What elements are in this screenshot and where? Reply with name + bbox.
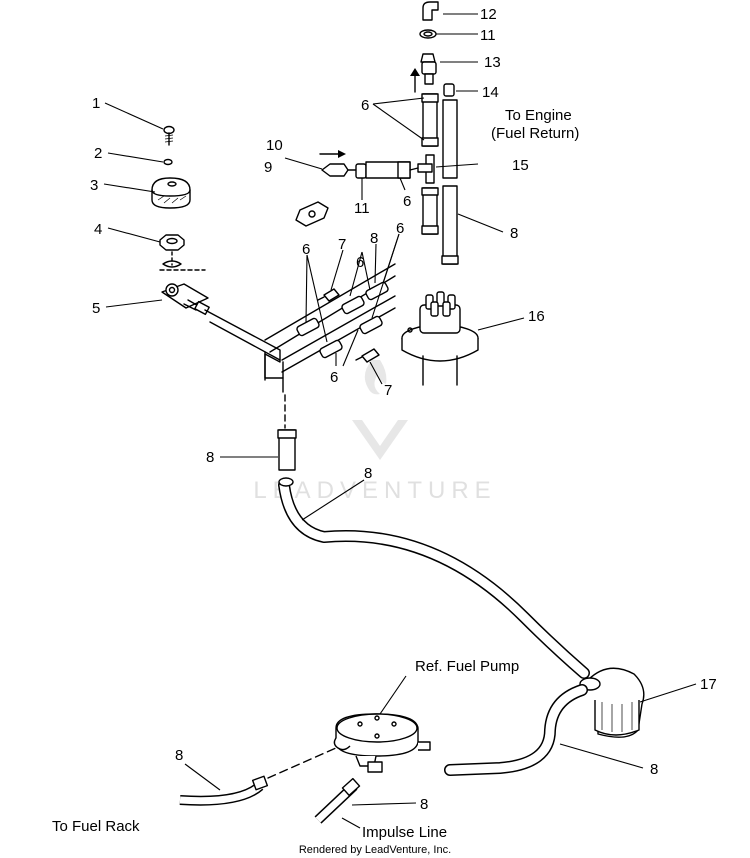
callout-6: 6 <box>361 97 369 114</box>
nut-part <box>159 234 185 251</box>
impulse-line-label: Impulse Line <box>362 824 447 841</box>
callout-8: 8 <box>364 465 372 482</box>
callout-11: 11 <box>354 200 370 217</box>
callout-6: 6 <box>302 241 310 258</box>
callout-6: 6 <box>356 254 364 271</box>
vent-fitting <box>161 283 210 316</box>
fuel-filter <box>579 667 645 738</box>
fuel-pump <box>333 713 431 773</box>
callout-6: 6 <box>403 193 411 210</box>
inline-filter-assembly <box>321 161 419 179</box>
callout-7: 7 <box>384 382 392 399</box>
callout-8: 8 <box>175 747 183 764</box>
callout-3: 3 <box>90 177 98 194</box>
callout-5: 5 <box>92 300 100 317</box>
hose-sleeves-group <box>296 281 389 359</box>
washer-part <box>163 158 173 166</box>
callout-9: 9 <box>264 159 272 176</box>
credit-text: Rendered by LeadVenture, Inc. <box>299 844 451 856</box>
hose-clip <box>295 201 329 227</box>
restrictor-fitting <box>420 53 437 85</box>
return-hose-upper <box>421 93 439 147</box>
elbow-fitting <box>422 1 439 21</box>
callout-1: 1 <box>92 95 100 112</box>
callout-15: 15 <box>512 157 529 174</box>
to-fuel-rack-label: To Fuel Rack <box>52 818 140 835</box>
bracket-plate <box>204 309 284 393</box>
cap-part <box>151 177 191 209</box>
callout-6: 6 <box>330 369 338 386</box>
cap-plug <box>443 83 455 97</box>
alignment-mark <box>159 251 206 271</box>
callout-11: 11 <box>480 27 496 44</box>
hose-piece-long <box>441 185 459 265</box>
check-valve-lower <box>355 348 380 363</box>
to-engine-label-line1: To Engine <box>505 107 572 124</box>
to-engine-label-line2: (Fuel Return) <box>491 125 579 142</box>
callout-14: 14 <box>482 84 499 101</box>
callout-12: 12 <box>480 6 497 23</box>
watermark-logo <box>352 360 408 460</box>
leader-lines <box>103 13 697 829</box>
hose-short-vertical <box>277 429 297 471</box>
check-valve-upper <box>317 288 340 302</box>
screw-part <box>163 125 175 146</box>
callout-4: 4 <box>94 221 102 238</box>
callout-17: 17 <box>700 676 717 693</box>
callout-16: 16 <box>528 308 545 325</box>
callout-8: 8 <box>420 796 428 813</box>
callout-numbers: 1 2 3 4 5 6 6 6 6 6 6 7 7 8 8 8 8 8 8 8 … <box>90 6 717 813</box>
tee-fitting <box>417 154 435 184</box>
callout-10: 10 <box>266 137 283 154</box>
flow-arrow-up <box>410 68 420 93</box>
ref-fuel-pump-label: Ref. Fuel Pump <box>415 658 519 675</box>
flow-arrow-right <box>319 150 346 158</box>
hose-clamp <box>419 29 437 39</box>
callout-7: 7 <box>338 236 346 253</box>
callout-8: 8 <box>206 449 214 466</box>
pump-inlet-line <box>179 747 337 806</box>
callout-8: 8 <box>510 225 518 242</box>
impulse-hose <box>314 777 361 824</box>
filter-outlet-hose <box>444 684 588 776</box>
callout-8: 8 <box>370 230 378 247</box>
callout-2: 2 <box>94 145 102 162</box>
callout-8: 8 <box>650 761 658 778</box>
main-fuel-hose <box>278 477 590 679</box>
return-hose-lower <box>421 187 439 235</box>
callout-6: 6 <box>396 220 404 237</box>
callout-13: 13 <box>484 54 501 71</box>
fuel-sender-unit <box>401 291 479 386</box>
hose-piece-right <box>442 99 458 179</box>
